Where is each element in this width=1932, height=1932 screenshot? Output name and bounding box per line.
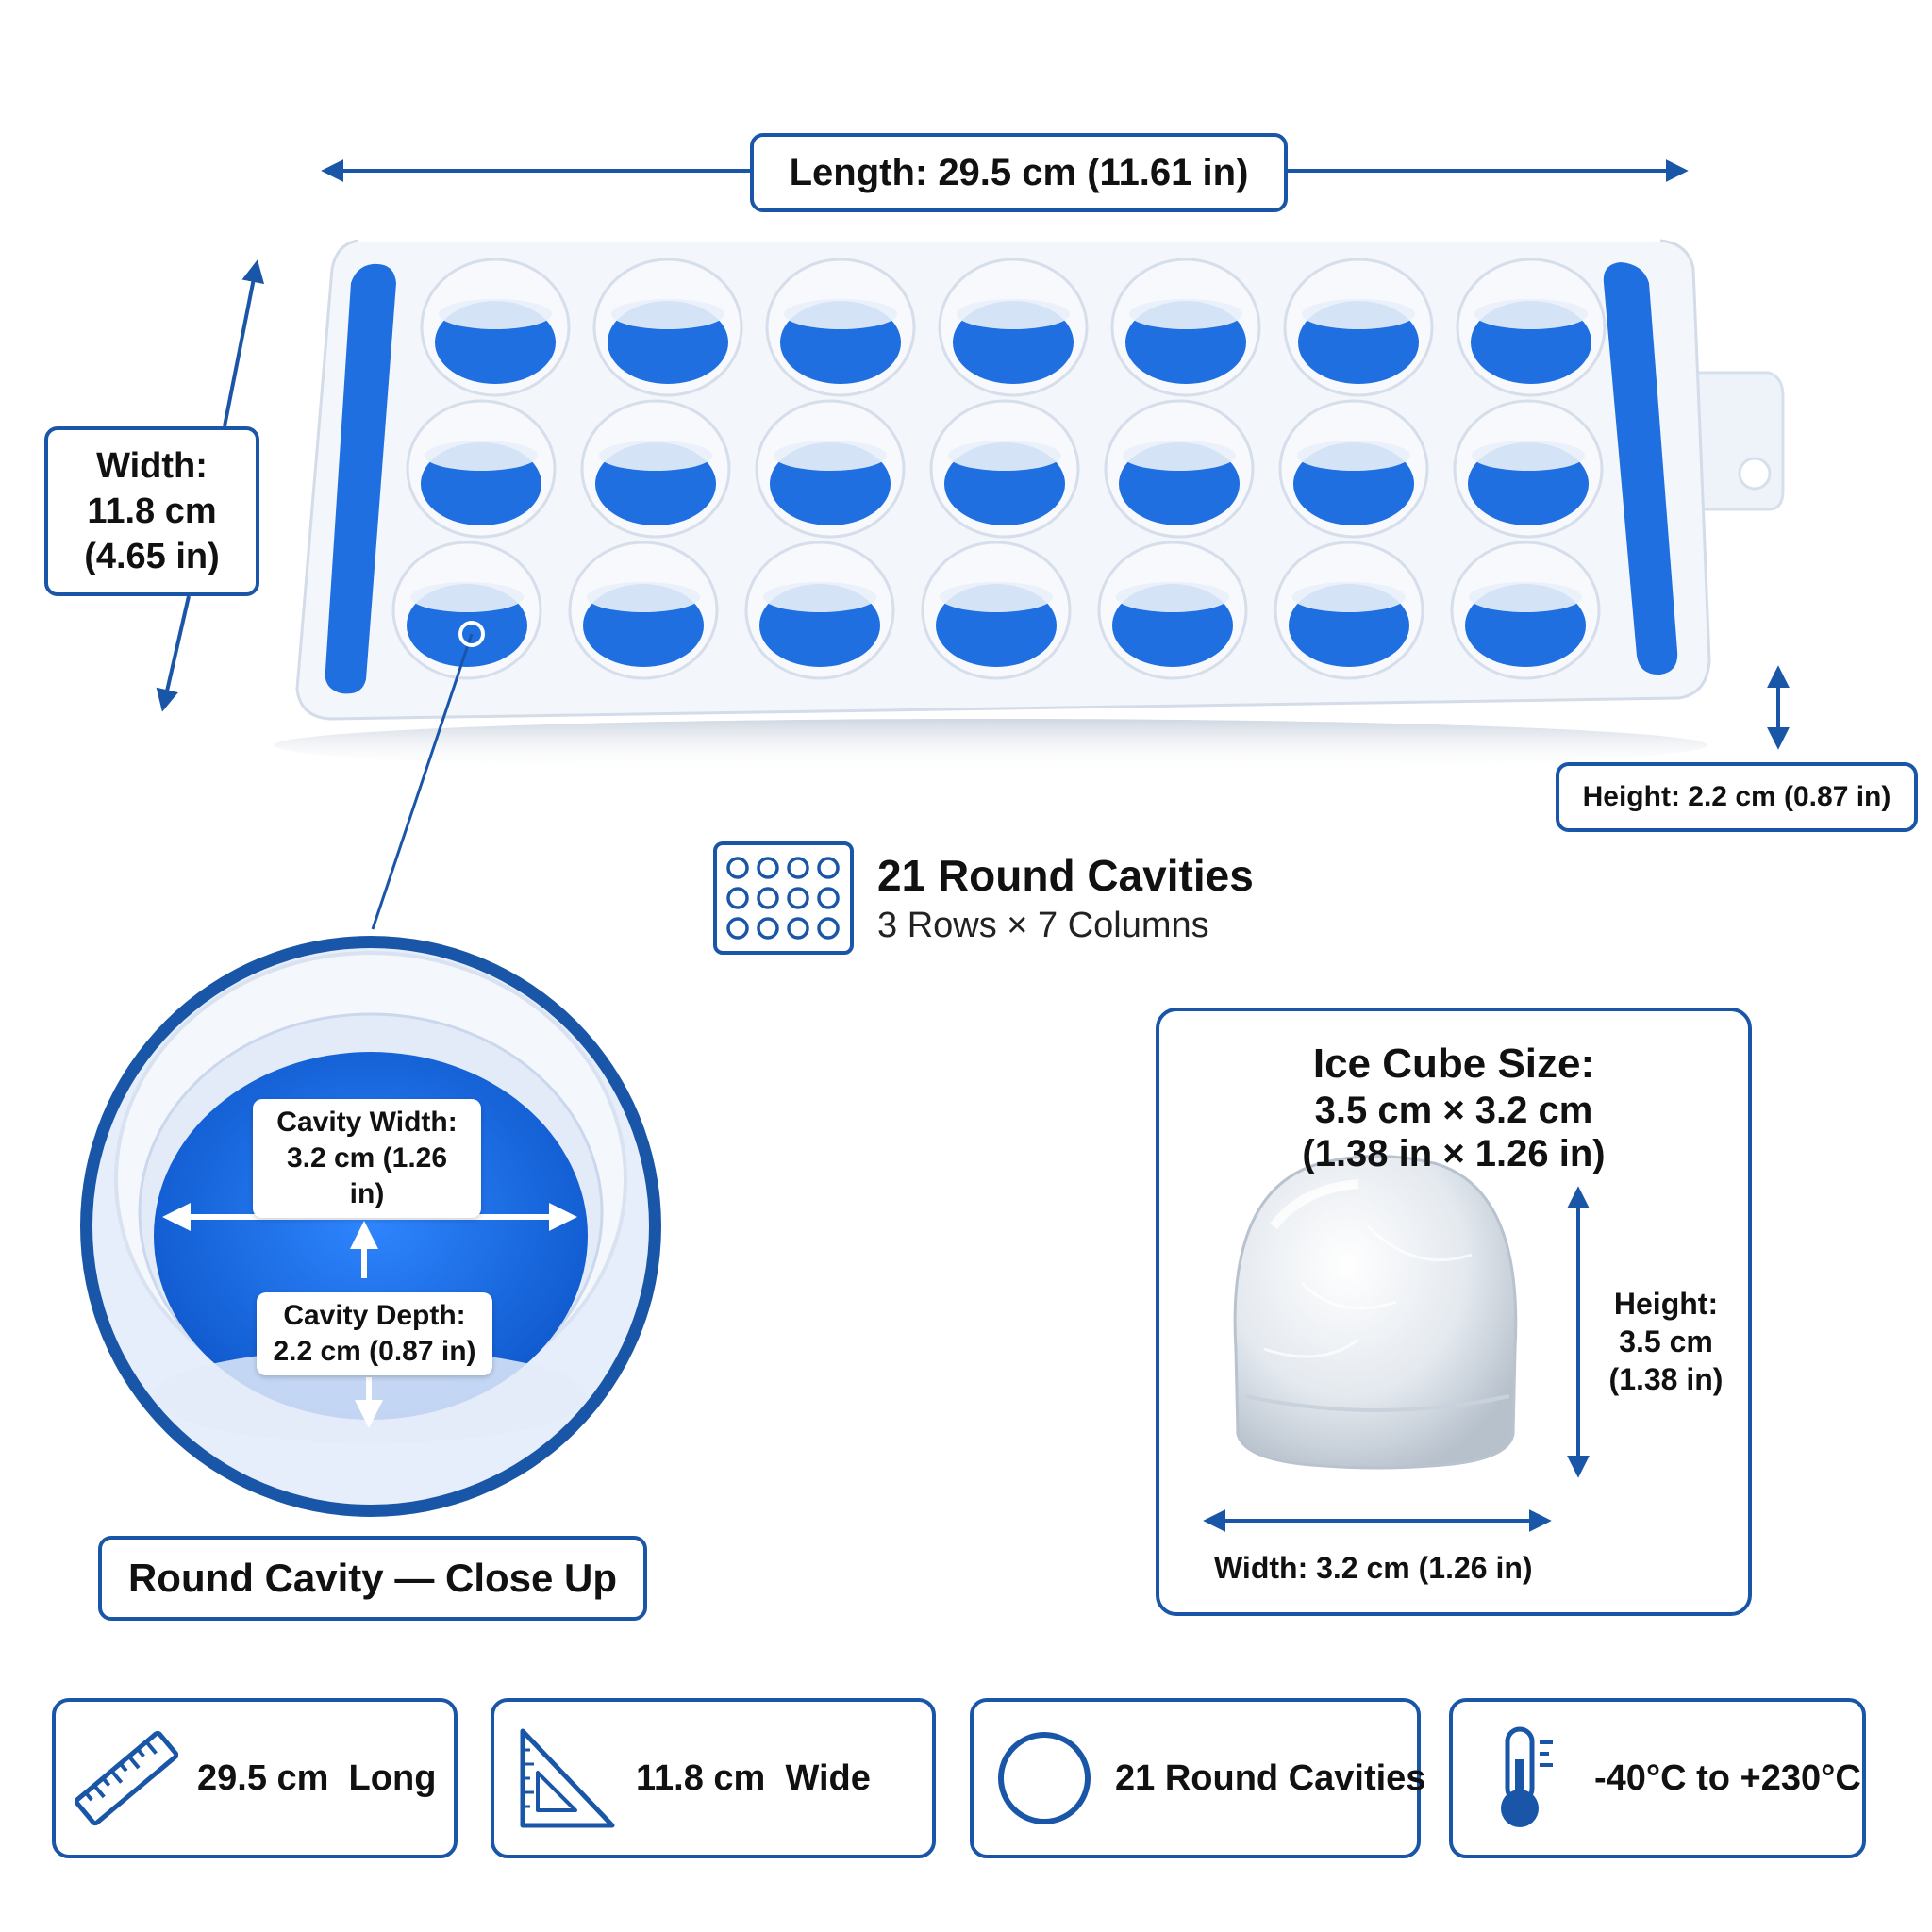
- ice-cube-height-value: 3.5 cm: [1619, 1324, 1713, 1358]
- feature-temperature: -40°C to +230°C: [1449, 1698, 1866, 1858]
- cavity-highlight: [1129, 299, 1242, 329]
- width-arrow-bottom: [156, 595, 191, 712]
- ice-cube-height-title: Height:: [1613, 1287, 1719, 1321]
- cavities-title: 21 Round Cavities: [877, 851, 1254, 900]
- cavity-highlight: [957, 299, 1070, 329]
- closeup-caption: Round Cavity — Close Up: [98, 1536, 647, 1621]
- mini-cavity: [787, 887, 809, 909]
- cavity-highlight: [410, 582, 524, 612]
- thermometer-icon: [1501, 1726, 1553, 1827]
- tray-handle-right: [1603, 262, 1678, 675]
- cavity-highlight: [763, 582, 876, 612]
- cavity-highlight: [587, 582, 700, 612]
- cavity-highlight: [940, 582, 1053, 612]
- tray-handle-left: [325, 263, 396, 694]
- ice-cube-width: Width: 3.2 cm (1.26 in): [1214, 1551, 1533, 1585]
- cavity-highlight: [425, 441, 538, 471]
- ice-cube-height-imperial: (1.38 in): [1608, 1362, 1724, 1396]
- ice-cube-panel: Ice Cube Size: 3.5 cm × 3.2 cm (1.38 in …: [1156, 1008, 1752, 1616]
- mini-cavity: [817, 887, 840, 909]
- closeup-caption-text: Round Cavity — Close Up: [127, 1556, 618, 1600]
- feature-cavities: 21 Round Cavities: [970, 1698, 1425, 1858]
- cavity-highlight: [1297, 441, 1410, 471]
- cavity-depth-value: 2.2 cm (0.87 in): [273, 1336, 476, 1367]
- cavity-width-tag: Cavity Width: 3.2 cm (1.26 in): [253, 1099, 481, 1218]
- mini-cavity: [757, 887, 779, 909]
- ice-cube-size-metric: 3.5 cm × 3.2 cm: [1314, 1090, 1593, 1131]
- cavities-info: 21 Round Cavities 3 Rows × 7 Columns: [877, 849, 1254, 949]
- ice-cube-image: [1233, 1155, 1518, 1470]
- mini-cavity: [817, 917, 840, 940]
- mini-cavity: [726, 857, 749, 879]
- cavity-highlight: [1292, 582, 1406, 612]
- mini-cavity: [787, 857, 809, 879]
- mini-cavity: [787, 917, 809, 940]
- length-text: Length: 29.5 cm (11.61 in): [789, 151, 1249, 193]
- cavity-depth-title: Cavity Depth:: [283, 1300, 466, 1331]
- width-arrow-top: [223, 259, 265, 427]
- feature-length-label: 29.5 cm Long: [197, 1757, 437, 1798]
- width-label: Width: 11.8 cm (4.65 in): [44, 426, 259, 596]
- cavity-highlight: [599, 441, 712, 471]
- mini-cavity: [726, 887, 749, 909]
- cavity-highlight: [1302, 299, 1415, 329]
- mini-cavity: [757, 857, 779, 879]
- cavity-width-value: 3.2 cm (1.26 in): [286, 1142, 448, 1209]
- ruler-icon: [75, 1730, 178, 1826]
- length-label: Length: 29.5 cm (11.61 in): [750, 133, 1288, 212]
- cavity-highlight: [1474, 299, 1588, 329]
- cavity-highlight: [784, 299, 897, 329]
- mini-cavity: [757, 917, 779, 940]
- ice-cube-size-imperial: (1.38 in × 1.26 in): [1302, 1133, 1606, 1174]
- ice-tray: [295, 239, 1785, 721]
- cavity-width-title: Cavity Width:: [276, 1107, 458, 1138]
- circle-icon: [998, 1732, 1091, 1824]
- height-label: Height: 2.2 cm (0.87 in): [1556, 762, 1918, 832]
- cavity-highlight: [1116, 582, 1229, 612]
- cavity-highlight: [948, 441, 1061, 471]
- cavity-highlight: [611, 299, 724, 329]
- cavity-grid: [391, 258, 1607, 680]
- width-title: Width:: [96, 446, 208, 486]
- mini-cavity: [726, 917, 749, 940]
- feature-cavities-label: 21 Round Cavities: [1115, 1757, 1426, 1798]
- feature-temperature-label: -40°C to +230°C: [1594, 1757, 1861, 1798]
- feature-width: 11.8 cm Wide: [491, 1698, 936, 1858]
- width-imperial: (4.65 in): [84, 537, 220, 576]
- cavity-depth-tag: Cavity Depth: 2.2 cm (0.87 in): [257, 1292, 492, 1375]
- cavity-closeup: [80, 936, 661, 1517]
- feature-width-label: 11.8 cm Wide: [636, 1757, 871, 1798]
- cavity-highlight: [1123, 441, 1236, 471]
- set-square-icon: [520, 1728, 615, 1828]
- ice-cube-title: Ice Cube Size:: [1312, 1041, 1595, 1087]
- cavity-highlight: [774, 441, 887, 471]
- width-value: 11.8 cm: [87, 491, 217, 531]
- mini-cavity: [817, 857, 840, 879]
- feature-length: 29.5 cm Long: [52, 1698, 458, 1858]
- cavity-highlight: [1472, 441, 1585, 471]
- height-text: Height: 2.2 cm (0.87 in): [1582, 781, 1891, 812]
- cavity-highlight: [439, 299, 552, 329]
- cavities-grid-icon: [713, 841, 854, 955]
- cavities-subtitle: 3 Rows × 7 Columns: [877, 906, 1209, 945]
- cavity-highlight: [1469, 582, 1582, 612]
